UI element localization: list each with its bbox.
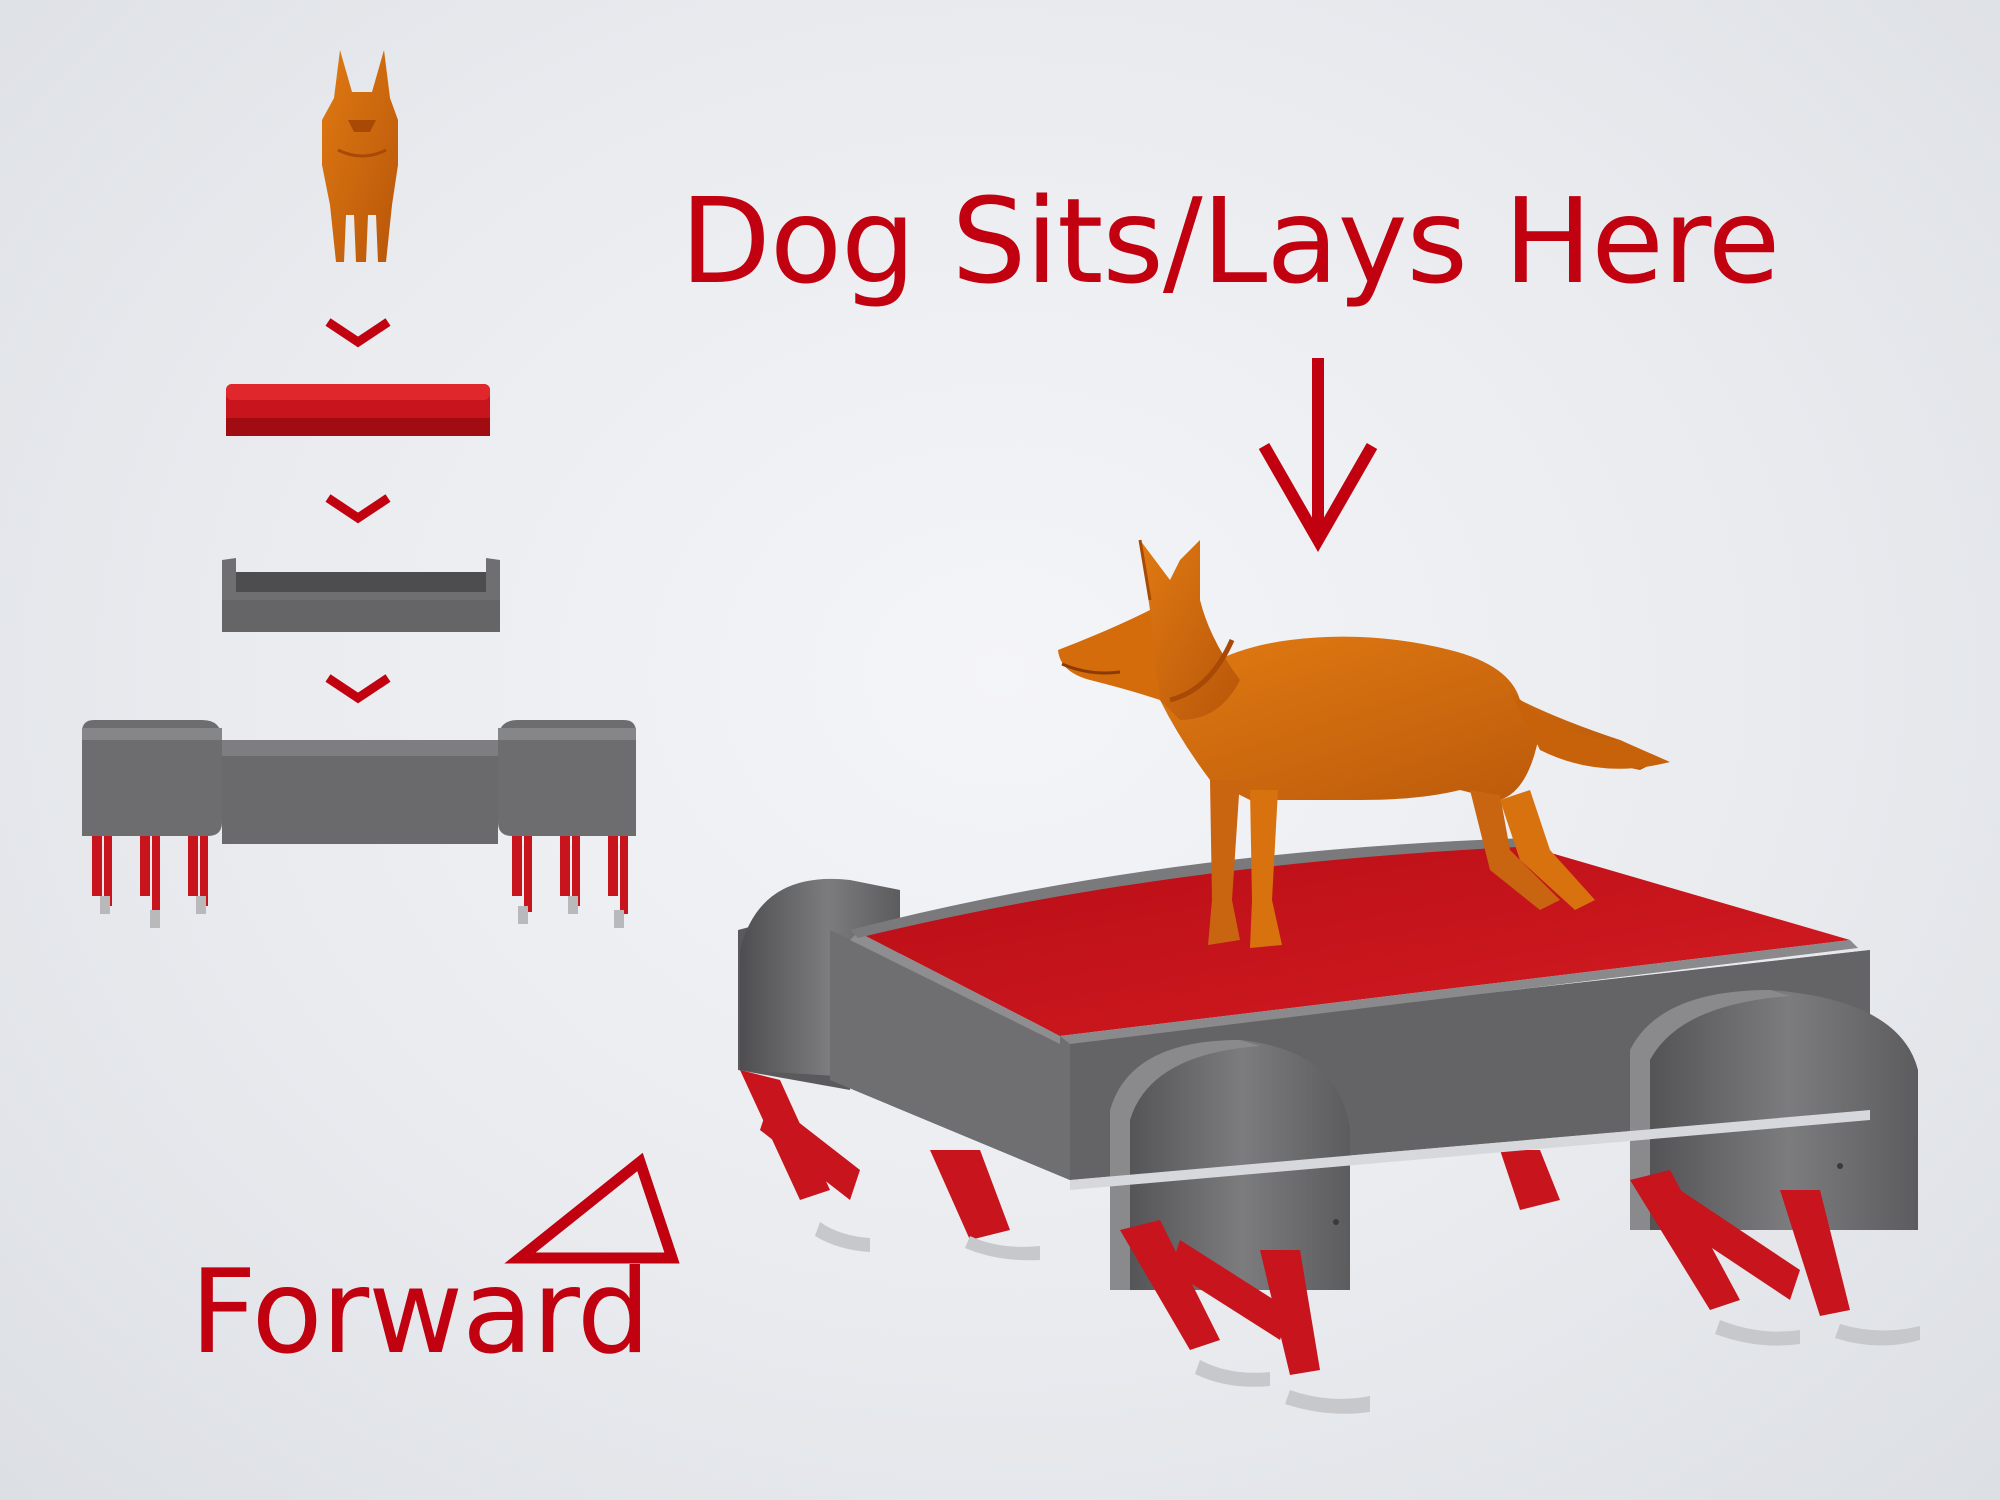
exploded-dog [322, 50, 398, 262]
down-arrow-icon [1258, 358, 1378, 553]
front-legs [1120, 1170, 1850, 1375]
exploded-cushion [226, 384, 490, 436]
dog [1058, 539, 1670, 948]
red-cushion-deck [858, 844, 1850, 1036]
exploded-robot-base [82, 720, 636, 928]
headline: Dog Sits/Lays Here [680, 172, 1780, 310]
forward-triangle-icon [504, 1152, 680, 1264]
forward-label: Forward [190, 1245, 650, 1380]
chevron-down-icon [325, 674, 391, 704]
chevron-down-icon [325, 494, 391, 524]
exploded-view [82, 50, 636, 928]
exploded-tray [222, 558, 500, 632]
front-left-drum [1110, 1040, 1350, 1290]
robot-platform [738, 539, 1920, 1414]
chevron-down-icon [325, 318, 391, 348]
rear-legs [740, 1070, 1560, 1240]
